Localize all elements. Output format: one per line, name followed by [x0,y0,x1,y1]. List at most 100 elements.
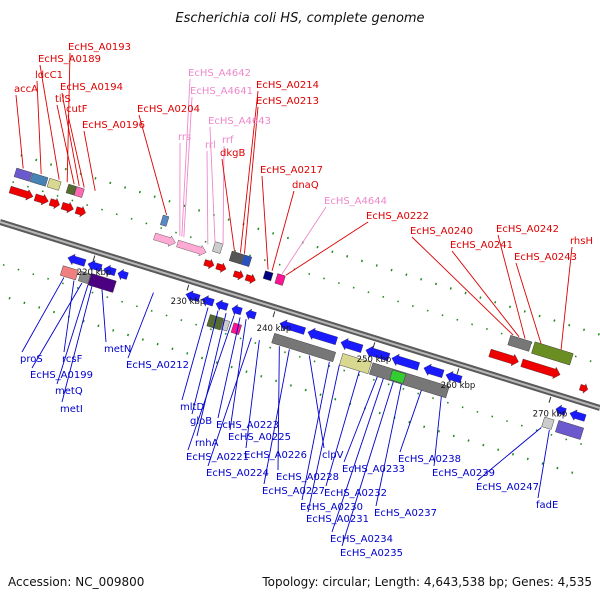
gene-feature-3 [65,183,77,196]
leader-line [308,355,325,449]
gene-label: rhsH [570,236,593,247]
gene-feature-6 [33,193,49,206]
gene-feature-35 [220,319,230,332]
gene-label: EcHS_A4643 [208,116,271,127]
gene-label: rrs [178,132,191,143]
gene-label: rrf [222,135,234,146]
gene-feature-28 [274,273,286,286]
gene-label: clpV [322,450,344,461]
leader-line [411,236,514,336]
leader-line [433,396,442,467]
gene-label: EcHS_A0234 [330,534,393,545]
gene-features [8,167,588,440]
gene-feature-22 [215,262,227,273]
leader-line [281,206,327,275]
gene-feature-50 [488,348,519,367]
leader-line [181,78,191,237]
scale-tick-mark [372,342,376,349]
gene-label: gloB [190,416,212,427]
gene-feature-39 [369,362,450,399]
gene-label: EcHS_A0232 [324,488,387,499]
map-title: Escherichia coli HS, complete genome [175,11,424,26]
gene-feature-18 [176,239,207,257]
gene-label: EcHS_A4641 [190,86,253,97]
leader-line [36,80,42,175]
gene-label: EcHS_A0214 [256,80,319,91]
gene-label: EcHS_A0221 [186,452,249,463]
gene-label: EcHS_A0212 [126,360,189,371]
gene-feature-41 [279,319,306,335]
gene-feature-38 [339,353,372,375]
gene-feature-32 [231,304,243,316]
gene-feature-21 [203,258,215,270]
gene-feature-10 [59,265,79,281]
leader-line [285,221,369,276]
gene-feature-43 [340,338,364,353]
gene-feature-29 [185,290,201,302]
gene-label: EcHS_A0196 [82,120,145,131]
leader-line [375,384,402,507]
scale-tick-mark [92,255,96,262]
gene-label: EcHS_A0240 [410,226,473,237]
gene-label: EcHS_A0189 [38,54,101,65]
gene-feature-47 [445,371,463,384]
leader-line [56,104,75,185]
gene-feature-52 [579,383,588,394]
gene-feature-26 [244,273,256,285]
gene-feature-53 [555,404,567,417]
leader-line [67,114,85,188]
gene-label: fadE [536,500,558,511]
leader-line [15,94,24,169]
gene-feature-49 [531,341,574,366]
gene-label: rcsF [62,354,83,365]
gene-label: EcHS_A0217 [260,165,323,176]
gene-label: EcHS_A0226 [244,450,307,461]
leader-line [341,381,394,547]
leader-line [331,378,384,533]
gene-feature-45 [391,353,420,371]
leader-line [451,250,520,338]
gene-feature-4 [73,186,85,198]
gene-label: EcHS_A0227 [262,486,325,497]
leader-line [39,64,60,180]
scale-tick-label: 270 kbp [533,409,568,419]
backbone-inner [0,221,600,409]
leader-line [263,349,290,485]
gene-label: dkgB [220,148,245,159]
gene-feature-25 [232,270,244,281]
gene-label: EcHS_A0239 [432,468,495,479]
leader-line [21,277,65,353]
scale-tick-label: 230 kbp [171,297,206,307]
gene-label: rnhA [195,438,219,449]
gene-label: metI [60,404,83,415]
gene-label: EcHS_A0199 [30,370,93,381]
gene-feature-27 [262,270,274,282]
gene-feature-19 [160,214,170,227]
gene-label: EcHS_A0242 [496,224,559,235]
leader-line [207,337,252,467]
topology-text: Topology: circular; Length: 4,643,538 bp… [261,575,592,589]
gene-label: EcHS_A0194 [60,82,123,93]
gene-label: cutF [66,104,88,115]
leader-line [497,234,526,339]
gene-feature-20 [212,241,224,254]
leader-line [325,370,360,487]
gene-feature-54 [569,409,587,422]
gene-label: proS [20,354,43,365]
leader-line [537,429,550,499]
gene-label: EcHS_A0223 [216,420,279,431]
leader-line [63,280,75,353]
gene-feature-40 [389,369,407,384]
leader-line [191,310,219,415]
gene-feature-15 [103,264,117,277]
gene-feature-12 [87,273,117,293]
gene-feature-46 [423,363,445,378]
leader-line [56,284,89,385]
gene-feature-36 [230,322,242,335]
leader-line [301,361,330,501]
leader-line [83,130,96,191]
gene-feature-31 [215,299,229,311]
leader-line [239,90,259,253]
